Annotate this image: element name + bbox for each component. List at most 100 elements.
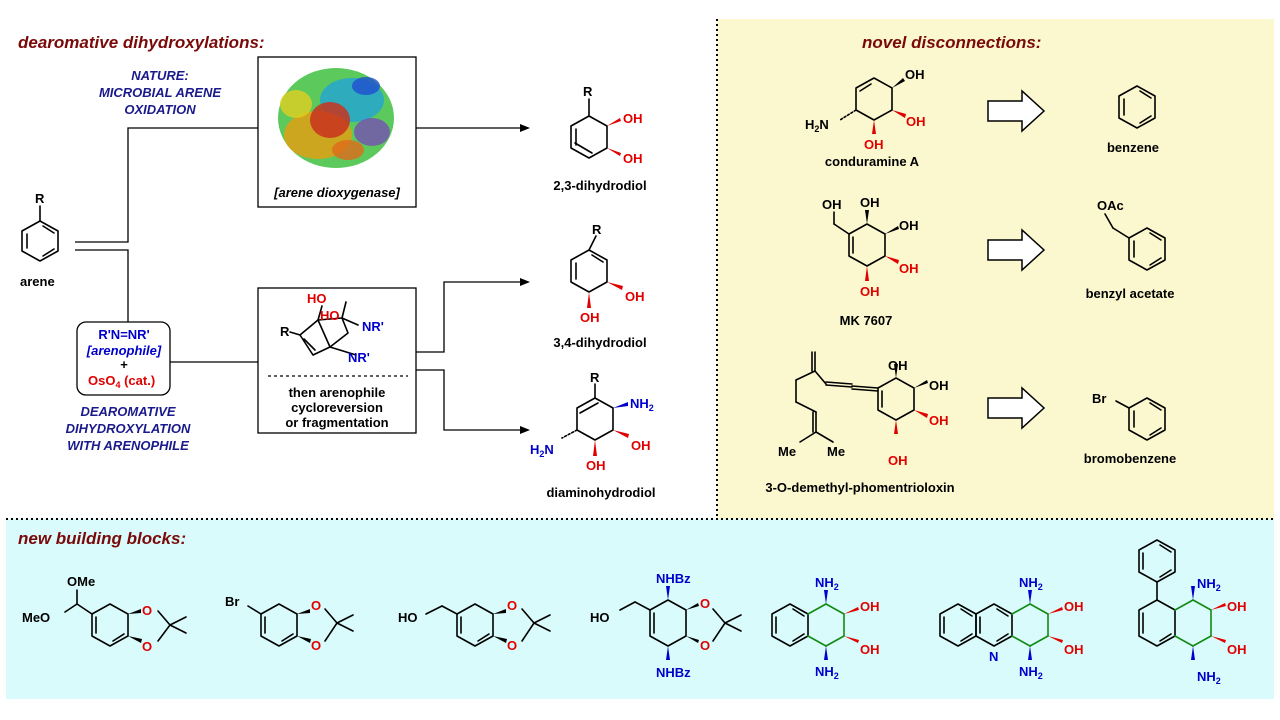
p3-OH-bottom: OH [586,458,606,473]
retro-arrow-1 [987,89,1046,133]
dearom-label-3: WITH ARENOPHILE [67,438,189,453]
target-conduramine-a: conduramine A [825,154,920,169]
box-text-2: cycloreversion [291,400,383,415]
dearom-label-2: DIHYDROXYLATION [66,421,191,436]
p1-OH-top: OH [623,111,643,126]
product-23-dihydrodiol: 2,3-dihydrodiol [553,178,646,193]
section-title-blocks: new building blocks: [18,529,186,548]
ba-OAc: OAc [1097,198,1124,213]
retro-arrow-2 [987,228,1046,272]
novel-disconnections-panel [717,19,1274,519]
mk-OH-2: OH [860,195,880,210]
intermediate-HO-top: HO [307,291,327,306]
building-block-7 [1138,539,1226,660]
source-benzyl-acetate: benzyl acetate [1086,286,1175,301]
bb5-NH2-top: NH2 [815,575,839,592]
retro-arrow-3 [987,386,1046,430]
intermediate-R: R [280,324,290,339]
p2-OH-right: OH [625,289,645,304]
bb-Br: Br [1092,391,1106,406]
reagent-arenophile: R'N=NR' [98,327,149,342]
bb1-O-1: O [142,603,152,618]
target-phomentrioloxin: 3-O-demethyl-phomentrioloxin [765,480,954,495]
enzyme-protein-image [278,68,394,168]
bb3-HO: HO [398,610,418,625]
mk-OH-5: OH [860,284,880,299]
bb1-O-2: O [142,639,152,654]
mk7607-structure [833,210,899,281]
arene-structure: R [21,191,59,262]
arene-label: arene [20,274,55,289]
mk-OH-3: OH [899,218,919,233]
dihydrodiol-23-structure [570,98,621,159]
benzyl-acetate-structure [1104,213,1166,271]
intermediate-box [257,287,417,434]
phomentrioloxin-structure [795,351,928,443]
intermediate-NR-1: NR' [362,319,384,334]
bb2-O-2: O [311,638,321,653]
dihydrodiol-34-structure [570,235,623,308]
building-blocks-panel [6,519,1274,699]
bb7-NH2-bottom: NH2 [1197,669,1221,686]
bicyclic-intermediate [289,301,359,356]
ph-Me-1: Me [778,444,796,459]
cond-H2N: H2N [805,117,829,134]
p2-OH-bottom: OH [580,310,600,325]
source-benzene: benzene [1107,140,1159,155]
bb4-NHBz-top: NHBz [656,571,691,586]
nature-label-2: MICROBIAL ARENE [99,85,221,100]
bb4-O-1: O [700,596,710,611]
enzyme-label: [arene dioxygenase] [273,185,400,200]
bb4-HO: HO [590,610,610,625]
branch-lines [75,124,530,434]
p2-R: R [592,222,602,237]
bb1-OMe: OMe [67,574,95,589]
reagent-osmium: OsO4 (cat.) [88,373,155,390]
nature-label-1: NATURE: [131,68,189,83]
mk-OH-4: OH [899,261,919,276]
bb7-NH2-top: NH2 [1197,576,1221,593]
bb4-O-2: O [700,638,710,653]
bb7-OH-2: OH [1227,642,1247,657]
bb1-MeO: MeO [22,610,50,625]
nature-label-3: OXIDATION [124,102,196,117]
reagent-box [76,321,171,396]
bb6-N: N [989,649,998,664]
section-title-novel: novel disconnections: [862,33,1041,52]
intermediate-NR-2: NR' [348,350,370,365]
cond-OH-3: OH [864,137,884,152]
p1-R: R [583,84,593,99]
reagent-arenophile-label: [arenophile] [86,343,162,358]
building-block-5 [771,590,859,660]
bb5-NH2-bottom: NH2 [815,664,839,681]
conduramine-structure [839,77,906,134]
ph-OH-4: OH [888,453,908,468]
bb5-OH-2: OH [860,642,880,657]
bb6-OH-1: OH [1064,599,1084,614]
bb2-O-1: O [311,598,321,613]
bb6-NH2-bottom: NH2 [1019,664,1043,681]
intermediate-HO-mid: HO [320,308,340,323]
bromobenzene-structure [1115,397,1166,441]
bb3-O-1: O [507,598,517,613]
p3-R: R [590,370,600,385]
product-diaminohydrodiol: diaminohydrodiol [546,485,655,500]
building-block-3 [425,603,551,647]
bb2-Br: Br [225,594,239,609]
source-bromobenzene: bromobenzene [1084,451,1176,466]
cond-OH-2: OH [906,114,926,129]
bb4-NHBz-bottom: NHBz [656,665,691,680]
building-block-4 [619,586,742,660]
target-mk-7607: MK 7607 [840,313,893,328]
cond-OH-1: OH [905,67,925,82]
benzene-structure [1118,85,1156,129]
dearom-label-1: DEAROMATIVE [80,404,175,419]
p1-OH-bottom: OH [623,151,643,166]
ph-OH-2: OH [929,378,949,393]
bb5-OH-1: OH [860,599,880,614]
ph-Me-2: Me [827,444,845,459]
diaminohydrodiol-structure [561,383,629,456]
box-text-3: or fragmentation [285,415,388,430]
bb7-OH-1: OH [1227,599,1247,614]
